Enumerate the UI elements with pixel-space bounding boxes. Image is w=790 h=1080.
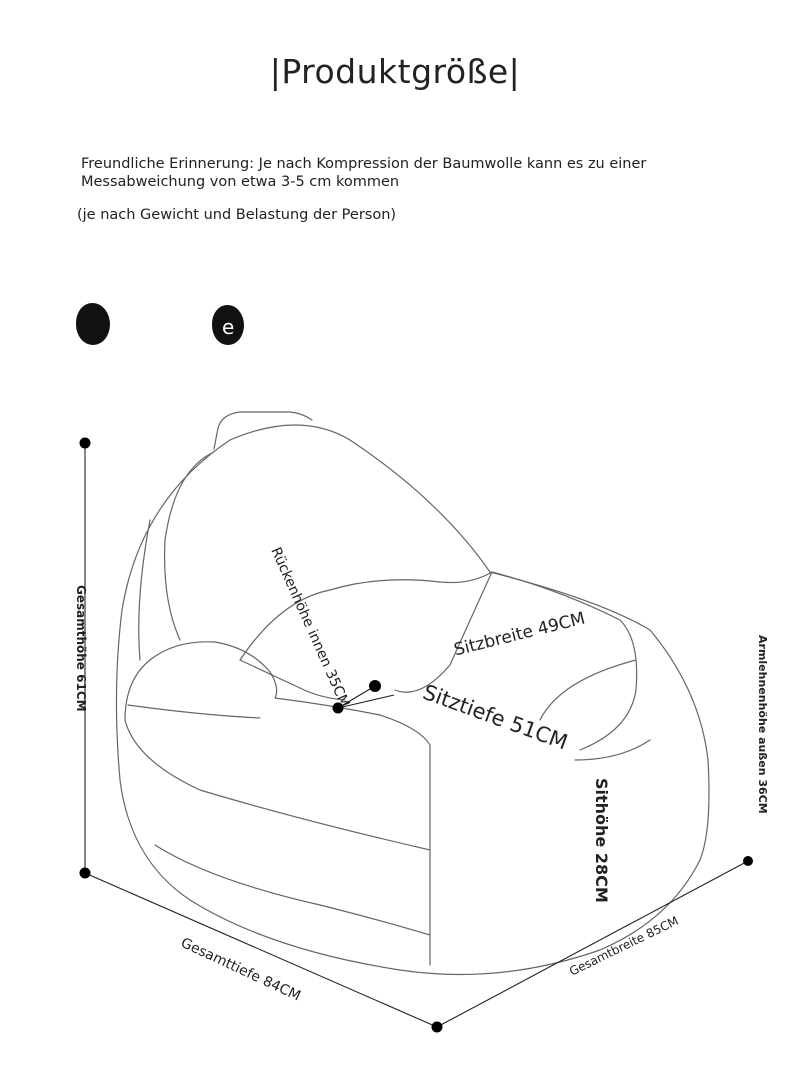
right-arm-top (491, 571, 638, 751)
black-blob-right (212, 305, 244, 345)
dot-seat-front (332, 702, 344, 714)
left-arm-top (149, 641, 431, 966)
dimension-lines (84, 443, 749, 1028)
left-arm-lower-seam (154, 844, 431, 936)
armrest-height-label: Armlehnenhöhe außen 36CM (756, 635, 769, 814)
outer-outline (115, 424, 710, 976)
weight-note: (je nach Gewicht und Belastung der Perso… (77, 207, 397, 223)
seat-back-edge (239, 571, 493, 661)
seat-right-divider (394, 571, 493, 693)
left-arm-mid (127, 704, 261, 719)
bean-bag-sketch (115, 411, 710, 976)
left-arm-front-seam (124, 659, 431, 851)
seat-front-left (239, 659, 346, 701)
right-arm-lower (574, 739, 651, 761)
right-arm-seam (539, 659, 637, 721)
dot-top (79, 437, 91, 449)
measurement-reminder: Freundliche Erinnerung: Je nach Kompress… (81, 156, 647, 190)
total-depth-line (84, 872, 438, 1028)
seat-width-marker (337, 694, 395, 709)
top-handle (213, 411, 313, 450)
backrest-seam (138, 519, 151, 661)
total-width-line (436, 860, 749, 1028)
total-height-label: Gesamthöhe 61CM (74, 585, 88, 712)
black-blob-left (76, 303, 110, 345)
badge-letter: e (222, 315, 235, 339)
backrest-inner-left (164, 451, 215, 641)
dimension-dots (79, 437, 753, 1033)
page-title: |Produktgröße| (269, 52, 521, 91)
dot-bottom-left (79, 867, 91, 879)
dot-bottom-front (431, 1021, 443, 1033)
seat-depth-marker (337, 685, 376, 709)
black-badge-pair: e (76, 303, 251, 351)
seat-height-label: Sithöhe 28CM (592, 778, 611, 903)
dot-right (743, 856, 753, 866)
dot-seat-back (369, 680, 381, 692)
